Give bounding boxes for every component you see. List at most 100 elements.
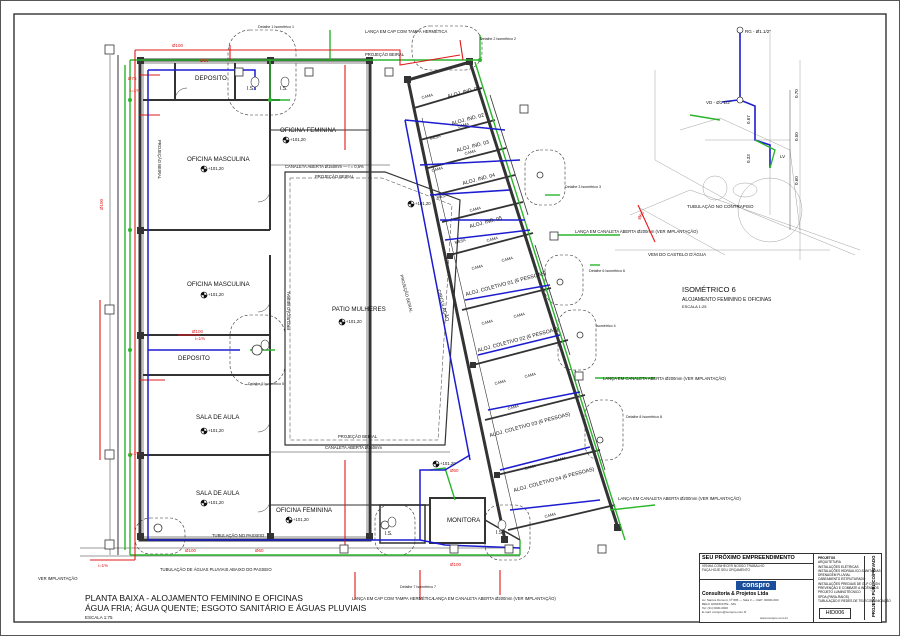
cama-label: CAMA <box>494 378 507 386</box>
beiral-label: PROJEÇÃO BEIRAL <box>286 290 291 330</box>
room-deposito-mid: DEPOSITO <box>178 355 210 362</box>
room-deposito-top: DEPOSITO <box>195 75 227 82</box>
projects-list-title: PROJETOS <box>818 556 836 560</box>
level-label: +101,20 <box>208 500 224 505</box>
room-is-b: I.S. <box>280 86 288 92</box>
level-label: +101,20 <box>208 166 224 171</box>
iso-tubulacao: TUBULAÇÃO NO CONTRAPISO <box>687 203 754 209</box>
lanca-cap-label: LANÇA EM CAP COM TAMPA HERMÉTICA <box>352 596 434 601</box>
mesa-label: MESA <box>454 237 467 245</box>
room-patio: PATIO MULHERES <box>332 306 386 313</box>
detalhe-label: Detalhe 3 Isométrico 3 <box>565 185 601 189</box>
lanca-canaleta-label: LANÇA EM CANALETA ABERTA Ø200mm (VER IMP… <box>603 376 726 381</box>
slope-label: i=1% <box>130 88 140 93</box>
plan-title-line2: ÁGUA FRIA; ÁGUA QUENTE; ESGOTO SANITÁRIO… <box>85 603 367 613</box>
hot-water-pipes <box>90 39 501 600</box>
room-is-c: I.S. <box>385 531 393 537</box>
level-marker-fill <box>200 499 208 507</box>
detalhe-label: Detalhe 6 Isométrico 6 <box>589 269 625 273</box>
projects-list-item: ARQUITETURA <box>818 560 841 565</box>
room-sala-aula-2: SALA DE AULA <box>196 490 240 497</box>
level-marker-fill <box>200 291 208 299</box>
iso-dim: 0.50 <box>794 132 799 141</box>
pipe-label: Ø60 <box>255 548 264 553</box>
room-monitora: MONITORA <box>447 517 481 524</box>
projects-list-item: CABEAMENTO ESTRUTURADO <box>818 577 866 582</box>
room-oficina-fem-top: OFICINA FEMININA <box>280 127 337 134</box>
title-block: SEU PRÓXIMO EMPREENDIMENTO VENHA CONHECE… <box>699 553 891 623</box>
cama-label: CAMA <box>471 263 484 271</box>
room-oficina-masc-1: OFICINA MASCULINA <box>187 156 250 163</box>
level-markers <box>200 136 440 524</box>
room-sala-aula-1: SALA DE AULA <box>196 414 240 421</box>
projects-list-item: INSTALAÇÕES ELÉTRICAS <box>818 564 859 569</box>
canaleta-label: CANALETA ABERTA Ø150mm <box>325 445 383 450</box>
projects-list-item: TUBULAÇÃO E REDES DE TELECOMUNICAÇÃO <box>818 598 891 603</box>
cama-label: CAMA <box>524 463 537 471</box>
cama-label: CAMA <box>486 235 499 243</box>
cama-label: CAMA <box>513 311 526 319</box>
company-phone: Tel: (31) 0000-0000 <box>702 606 729 610</box>
cama-label: CAMA <box>524 371 537 379</box>
plan-title-line1: PLANTA BAIXA - ALOJAMENTO FEMININO E OFI… <box>85 593 303 603</box>
pipe-label: Ø100 <box>192 329 204 334</box>
slope-label: i=1% <box>98 563 108 568</box>
iso-lv-label: LV <box>780 154 785 159</box>
iso-vem: VEM DO CASTELO D'ÁGUA <box>648 251 706 257</box>
tubulacao-label: TUBULAÇÃO NO PASSEIO <box>212 533 265 538</box>
cama-label: CAMA <box>507 403 520 411</box>
beiral-label: PROJEÇÃO BEIRAL <box>315 174 355 179</box>
beiral-label: PROJEÇÃO BEIRAL <box>365 52 405 57</box>
vertical-label: PROJETO PÚBLICO/PRIVADO <box>871 555 876 617</box>
vertical-label-box: PROJETO PÚBLICO/PRIVADO <box>864 556 879 620</box>
plan-scale: ESCALA 1:75 <box>85 615 113 620</box>
plan-title: PLANTA BAIXA - ALOJAMENTO FEMININO E OFI… <box>85 593 367 620</box>
ver-implantacao-label: VER IMPLANTAÇÃO <box>38 576 78 581</box>
mesa-label: MESA <box>436 192 449 200</box>
detalhe-label: Detalhe 1 Isométrico 1 <box>258 25 294 29</box>
isometric-6: RG - Ø1.1/2" VD - Ø1 1/2" LV 0.70 0.67 0… <box>615 26 861 309</box>
cama-label: CAMA <box>464 148 477 156</box>
level-label: +101,20 <box>415 201 431 206</box>
cama-label: CAMA <box>469 205 482 213</box>
projects-list-item: DRENAGEM PLUVIAL <box>818 573 851 578</box>
room-is-d: I.S. <box>496 530 504 536</box>
pluviais-label: TUBULAÇÃO DE ÁGUAS PLUVIAIS ABAIXO DO PA… <box>160 567 272 572</box>
sanitary-fixtures <box>250 76 507 531</box>
level-label: +101,20 <box>208 428 224 433</box>
pipe-label: Ø100 <box>99 198 104 210</box>
iso-dim: 0.60 <box>794 176 799 185</box>
level-label: +101,20 <box>290 137 306 142</box>
room-is-a: I.S. <box>247 86 255 92</box>
cama-label: CAMA <box>554 455 567 463</box>
project-sub-1: VENHA CONHECER NOSSO TRABALHO <box>702 564 765 568</box>
level-marker-fill <box>200 427 208 435</box>
projects-list-item: SPDA (PARA-RAIOS) <box>818 594 849 599</box>
pipe-label: Ø60 <box>200 58 209 63</box>
pipe-label: Ø100 <box>450 562 462 567</box>
iso-title: ISOMÉTRICO 6 <box>682 285 736 294</box>
level-label: +101,20 <box>346 319 362 324</box>
detalhe-label: Detalhe 5 Isométrico 5 <box>248 382 284 386</box>
level-label: +101,20 <box>208 292 224 297</box>
pipe-label: Ø60 <box>450 468 459 473</box>
slope-label: i=1% <box>130 451 140 456</box>
lanca-canaleta-label: LANÇA EM CANALETA ABERTA Ø200mm (VER IMP… <box>575 229 698 234</box>
room-oficina-masc-2: OFICINA MASCULINA <box>187 281 250 288</box>
room-labels: DEPOSITO I.S. I.S. OFICINA FEMININA OFIC… <box>178 75 504 537</box>
detalhe-label: Detalhe 8 Isométrico 8 <box>626 415 662 419</box>
iso-vd-label: VD - Ø1 1/2" <box>706 100 732 105</box>
iso-subtitle: ALOJAMENTO FEMININO E OFICINAS <box>682 297 772 303</box>
lanca-canaleta-label: LANÇA EM CANALETA ABERTA Ø200mm (VER IMP… <box>618 496 741 501</box>
pipe-label: Ø75 <box>128 76 137 81</box>
detalhe-label: Isométrico 4 <box>596 324 616 328</box>
dormitory-wing <box>404 58 621 543</box>
detalhe-label: Detalhe 7 Isométrico 7 <box>400 585 436 589</box>
level-label: +101,20 <box>440 461 456 466</box>
bottom-rooms <box>80 497 521 557</box>
detail-callouts <box>134 25 624 561</box>
pipe-label: Ø100 <box>185 548 197 553</box>
level-marker-fill <box>407 200 415 208</box>
level-labels: +101,20 +101,20 +101,20 +101,20 +101,20 … <box>208 137 456 522</box>
